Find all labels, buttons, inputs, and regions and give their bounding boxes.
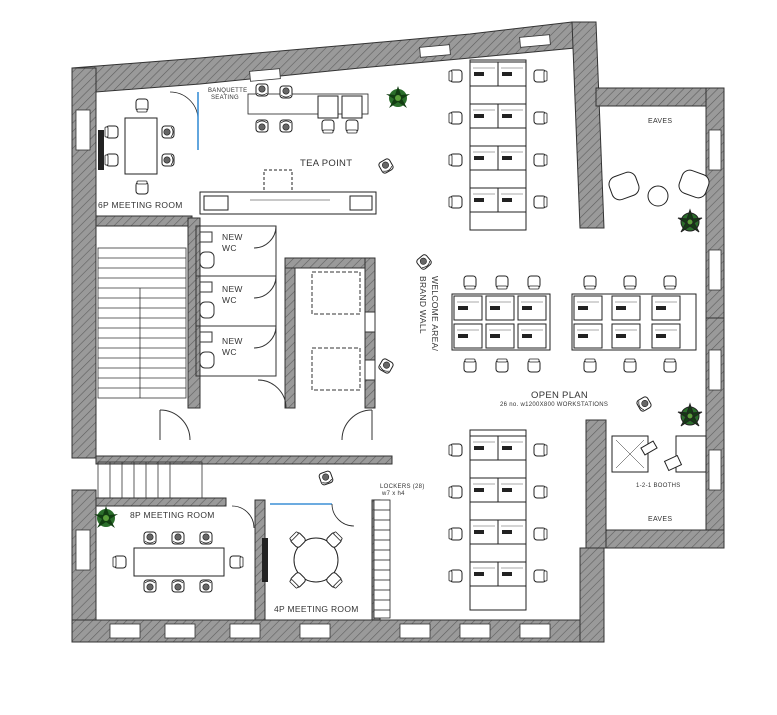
label-lockers-1: LOCKERS (28) xyxy=(380,484,425,490)
meeting-6p-furniture xyxy=(98,91,199,195)
label-open-plan: OPEN PLAN xyxy=(531,390,589,401)
label-wc-3b: WC xyxy=(222,347,237,357)
label-banquette-2: SEATING xyxy=(211,95,239,101)
label-wc-2b: WC xyxy=(222,295,237,305)
lockers xyxy=(373,499,391,619)
windows xyxy=(75,34,722,639)
label-wc-1a: NEW xyxy=(222,232,243,242)
tea-point-counter xyxy=(199,169,377,215)
workstations-bottom xyxy=(448,429,548,611)
staircase xyxy=(97,247,203,499)
label-lockers-2: w7 x h4 xyxy=(382,491,405,497)
label-booths: 1-2-1 BOOTHS xyxy=(636,483,681,489)
workstations-middle xyxy=(377,253,697,413)
banquette-seating xyxy=(247,83,410,175)
eaves-furniture xyxy=(608,169,710,473)
label-tea-point: TEA POINT xyxy=(300,158,353,169)
label-welcome-area: WELCOME AREA/ xyxy=(430,276,440,352)
workstations-top xyxy=(448,59,548,231)
label-eaves-bottom: EAVES xyxy=(648,516,673,523)
label-8p-meeting-room: 8P MEETING ROOM xyxy=(130,510,215,520)
label-banquette-1: BANQUETTE xyxy=(208,88,248,94)
label-6p-meeting-room: 6P MEETING ROOM xyxy=(98,200,183,210)
label-workstations: 26 no. w1200X800 WORKSTATIONS xyxy=(500,402,609,408)
label-eaves-top: EAVES xyxy=(648,118,673,125)
label-brand-wall: BRAND WALL xyxy=(418,276,428,334)
label-4p-meeting-room: 4P MEETING ROOM xyxy=(274,604,359,614)
wc-block xyxy=(159,225,373,441)
label-wc-2a: NEW xyxy=(222,284,243,294)
label-wc-3a: NEW xyxy=(222,336,243,346)
meeting-8p-furniture xyxy=(94,505,268,593)
meeting-4p-furniture xyxy=(270,469,355,590)
label-wc-1b: WC xyxy=(222,243,237,253)
